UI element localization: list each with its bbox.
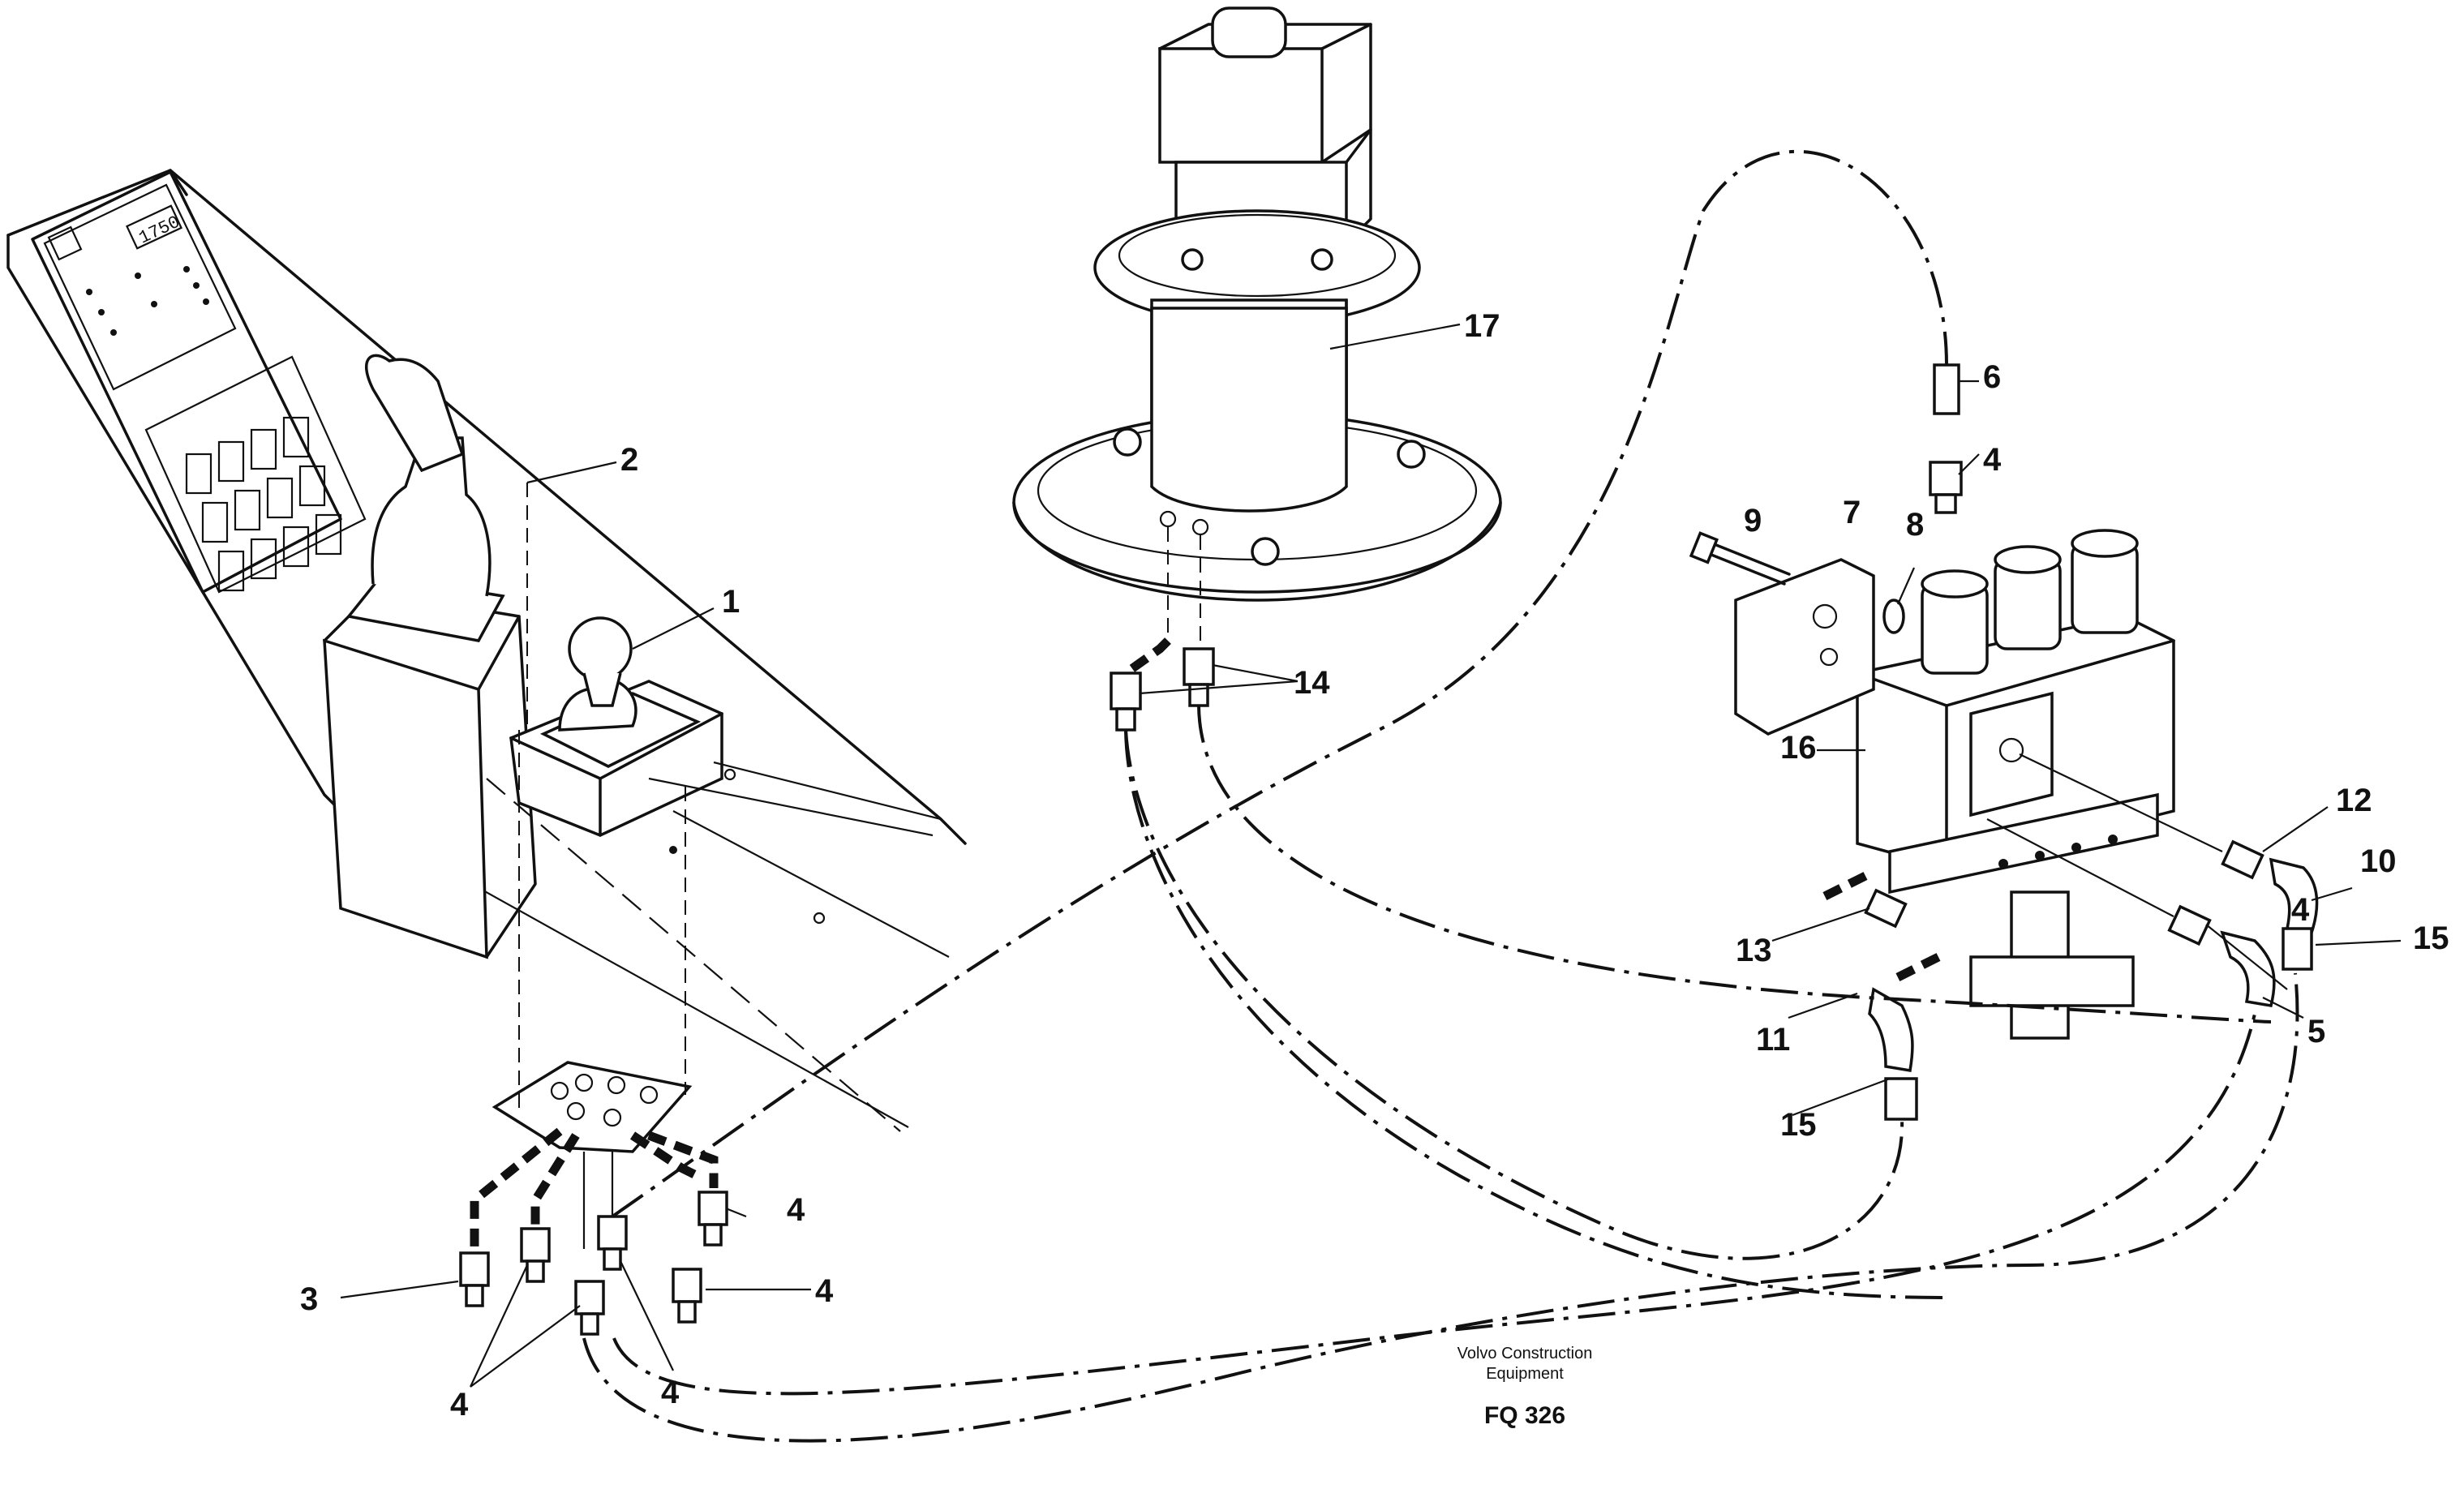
callout-10: 10 [2360, 843, 2397, 879]
port-plate [492, 483, 693, 1249]
valve-fittings [1814, 363, 2319, 1121]
callout-12: 12 [2336, 783, 2372, 818]
caption-brand-line1: Volvo Construction [1457, 1345, 1593, 1362]
callout-13: 13 [1736, 933, 1772, 968]
callout-15-a: 15 [2413, 920, 2449, 956]
fitting-4-e [698, 1191, 728, 1247]
fitting-4-a [520, 1227, 551, 1283]
callout-14: 14 [1294, 665, 1330, 701]
callout-5: 5 [2307, 1014, 2325, 1049]
caption-figure-code: FQ 326 [1484, 1402, 1565, 1429]
callout-4-a: 4 [450, 1387, 469, 1422]
callout-11: 11 [1756, 1022, 1790, 1058]
callout-4-c: 4 [815, 1273, 834, 1309]
callout-16: 16 [1780, 730, 1817, 766]
cylinder-assembly [1012, 6, 1502, 641]
callout-9: 9 [1744, 503, 1762, 539]
caption-brand-line2: Equipment [1486, 1365, 1564, 1383]
callout-1: 1 [722, 584, 740, 620]
hose-lines [582, 149, 2299, 1443]
callout-4-b: 4 [661, 1375, 680, 1410]
caption-block: Volvo Construction Equipment FQ 326 [1457, 1345, 1593, 1429]
panel-display-readout: 1750 [136, 212, 183, 249]
callout-8: 8 [1906, 507, 1924, 543]
fitting-4-d [672, 1268, 702, 1324]
callout-labels: 1 2 3 4 4 4 4 4 4 5 6 7 8 9 10 11 12 13 … [300, 308, 2449, 1422]
callout-4-e: 4 [1983, 442, 2002, 478]
fitting-4-c [597, 1215, 628, 1271]
callout-6: 6 [1983, 359, 2001, 395]
fittings-14 [1110, 637, 1215, 732]
callout-4-d: 4 [787, 1192, 805, 1228]
leader-lines [340, 323, 2402, 1388]
callout-15-b: 15 [1780, 1107, 1817, 1143]
fitting-4-b [574, 1280, 605, 1336]
callout-2: 2 [620, 442, 638, 478]
operator-console: 1750 [6, 169, 967, 1132]
valve-block [1689, 529, 2175, 1040]
callout-3: 3 [300, 1281, 318, 1317]
fitting-3 [459, 1251, 490, 1307]
callout-7: 7 [1843, 495, 1861, 530]
callout-4-f: 4 [2291, 892, 2310, 928]
fittings-group [459, 1127, 728, 1336]
callout-17: 17 [1464, 308, 1500, 344]
